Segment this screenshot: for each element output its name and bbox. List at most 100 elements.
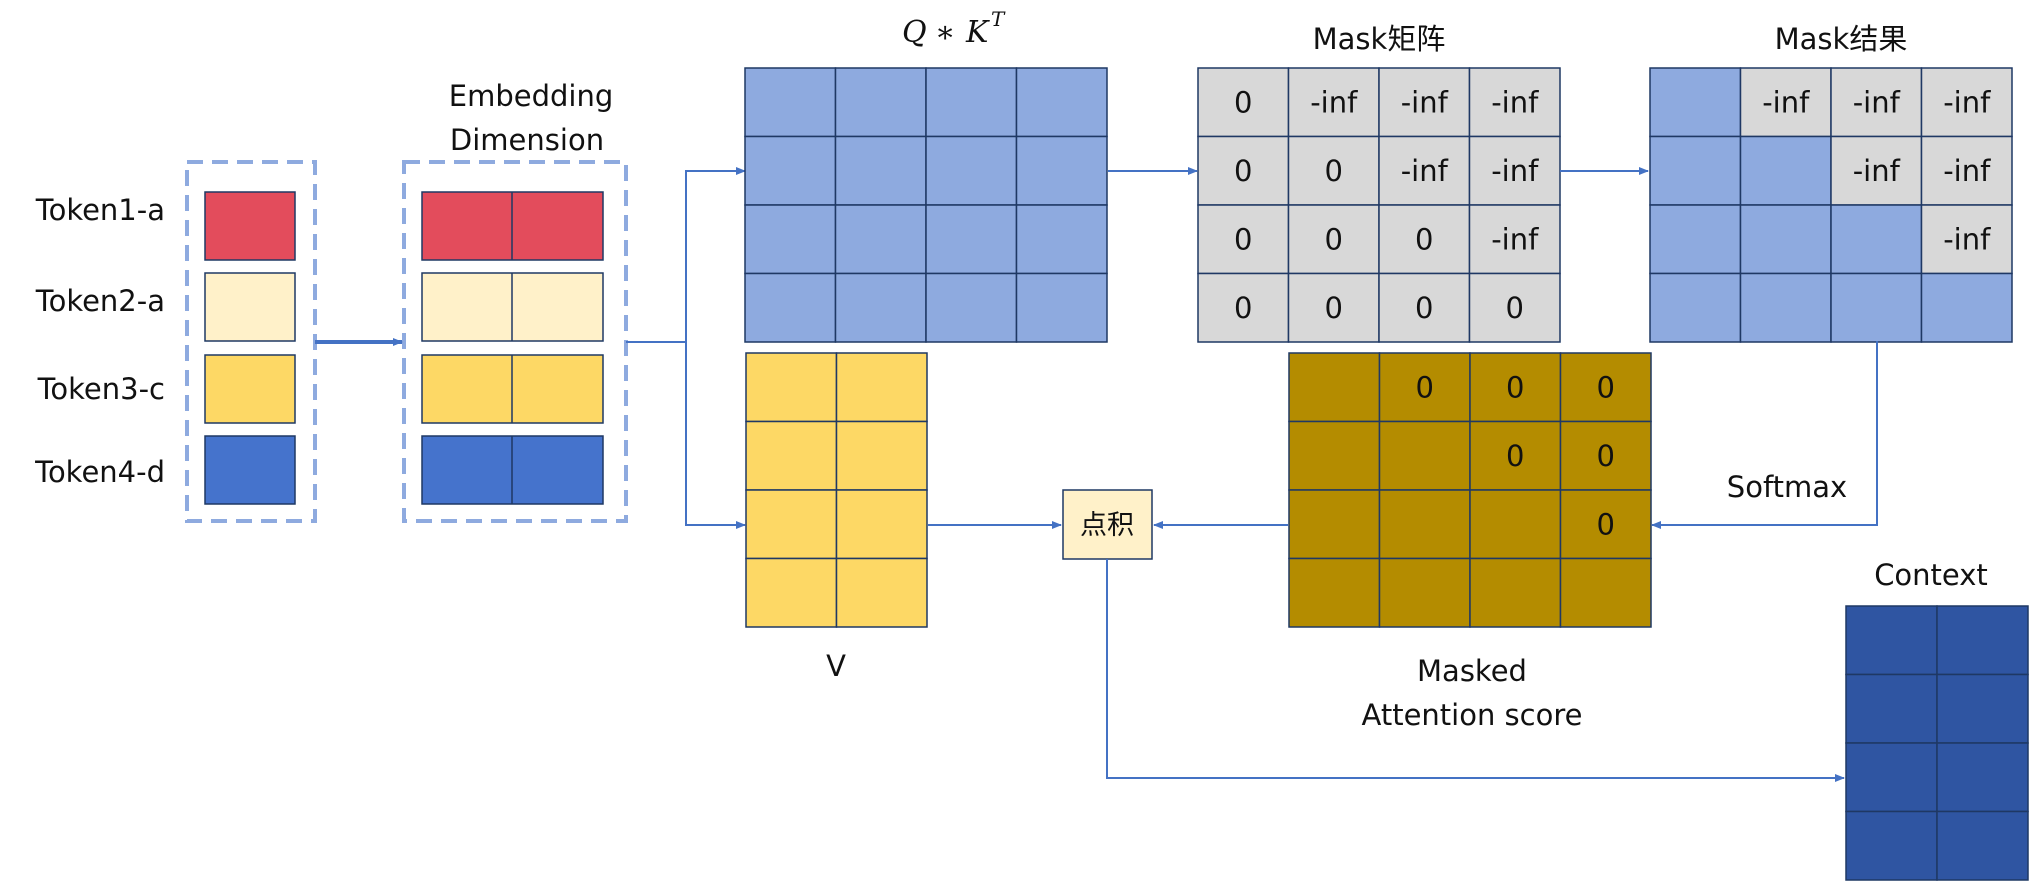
context-matrix — [1845, 605, 2029, 881]
context-label: Context — [1874, 558, 1988, 592]
qk-cell-0-1 — [834, 67, 927, 138]
qk-cell-2-3 — [1015, 204, 1108, 275]
masked-score-cell-2-1 — [1378, 489, 1471, 560]
masked-score-cell-1-1 — [1378, 420, 1471, 491]
masked-score-cell-1-0 — [1288, 420, 1381, 491]
mask-value-0-2: -inf — [1401, 85, 1449, 119]
embedding-row-3 — [421, 354, 604, 424]
qk-cell-2-1 — [834, 204, 927, 275]
mask-value-3-3: 0 — [1506, 291, 1524, 325]
mask-cell-0-3 — [1468, 67, 1561, 138]
embedding-label-line1: Embedding — [449, 79, 613, 113]
mask-result-cell-0-1 — [1739, 67, 1832, 138]
mask-result-value-0-1: -inf — [1762, 85, 1810, 119]
mask-result-cell-1-1 — [1739, 135, 1832, 206]
mask-result-matrix: -inf-inf-inf-inf-inf-inf — [1649, 67, 2013, 343]
embedding-label-line2: Dimension — [450, 123, 604, 157]
masked-score-label-line2: Attention score — [1362, 698, 1583, 732]
token-4-box — [204, 435, 296, 505]
mask-result-value-1-3: -inf — [1943, 154, 1991, 188]
token-2-box — [204, 272, 296, 342]
token-1-box — [204, 191, 296, 261]
v-cell-0-0 — [745, 352, 838, 423]
v-cell-0-1 — [835, 352, 928, 423]
token-label-1: Token1-a — [35, 193, 165, 227]
arrow-dot-to-context — [1106, 559, 1845, 782]
context-cell-0-0 — [1845, 605, 1938, 676]
mask-cell-3-0 — [1197, 272, 1290, 343]
embedding-row-1 — [421, 191, 604, 261]
mask-matrix-title: Mask矩阵 — [1313, 22, 1446, 56]
mask-result-cell-0-0 — [1649, 67, 1742, 138]
v-matrix — [745, 352, 928, 628]
qk-cell-3-0 — [744, 272, 837, 343]
qk-cell-1-0 — [744, 135, 837, 206]
masked-score-cell-1-3 — [1559, 420, 1652, 491]
context-cell-3-1 — [1936, 810, 2029, 881]
qk-cell-0-3 — [1015, 67, 1108, 138]
masked-score-value-0-2: 0 — [1506, 370, 1524, 404]
qk-cell-0-0 — [744, 67, 837, 138]
mask-value-2-3: -inf — [1491, 222, 1539, 256]
mask-cell-0-0 — [1197, 67, 1290, 138]
mask-value-3-1: 0 — [1325, 291, 1343, 325]
arrow-softmax — [1651, 341, 1878, 529]
mask-value-0-3: -inf — [1491, 85, 1539, 119]
masked-score-cell-2-0 — [1288, 489, 1381, 560]
masked-score-cell-3-1 — [1378, 557, 1471, 628]
mask-result-cell-0-3 — [1920, 67, 2013, 138]
masked-score-cell-3-2 — [1469, 557, 1562, 628]
mask-cell-2-1 — [1287, 204, 1380, 275]
embedding-row-2 — [421, 272, 604, 342]
mask-value-2-0: 0 — [1234, 222, 1252, 256]
v-cell-1-1 — [835, 420, 928, 491]
masked-score-value-0-3: 0 — [1597, 370, 1615, 404]
mask-result-cell-2-1 — [1739, 204, 1832, 275]
masked-score-cell-1-2 — [1469, 420, 1562, 491]
qk-cell-3-3 — [1015, 272, 1108, 343]
masked-score-cell-3-0 — [1288, 557, 1381, 628]
token-label-2: Token2-a — [35, 284, 165, 318]
context-cell-1-0 — [1845, 673, 1938, 744]
qk-cell-2-2 — [925, 204, 1018, 275]
token-label-3: Token3-c — [37, 372, 165, 406]
mask-value-0-0: 0 — [1234, 85, 1252, 119]
mask-value-1-0: 0 — [1234, 154, 1252, 188]
token-3-box — [204, 354, 296, 424]
mask-result-value-0-2: -inf — [1853, 85, 1901, 119]
qk-cell-1-2 — [925, 135, 1018, 206]
mask-cell-3-3 — [1468, 272, 1561, 343]
mask-cell-2-3 — [1468, 204, 1561, 275]
embedding-row-4 — [421, 435, 604, 505]
mask-result-cell-3-2 — [1830, 272, 1923, 343]
qk-cell-3-1 — [834, 272, 927, 343]
v-cell-2-1 — [835, 489, 928, 560]
masked-score-value-0-1: 0 — [1416, 370, 1434, 404]
mask-result-value-1-2: -inf — [1853, 154, 1901, 188]
context-cell-2-0 — [1845, 742, 1938, 813]
v-cell-1-0 — [745, 420, 838, 491]
masked-score-cell-3-3 — [1559, 557, 1652, 628]
mask-cell-1-3 — [1468, 135, 1561, 206]
qk-matrix — [744, 67, 1108, 343]
dot-product-box — [1062, 489, 1153, 560]
token-label-4: Token4-d — [34, 455, 165, 489]
mask-result-cell-3-3 — [1920, 272, 2013, 343]
masked-score-cell-2-3 — [1559, 489, 1652, 560]
dot-product-label: 点积 — [1080, 510, 1134, 541]
qk-cell-1-3 — [1015, 135, 1108, 206]
v-label: V — [826, 649, 846, 683]
v-cell-2-0 — [745, 489, 838, 560]
mask-value-3-2: 0 — [1415, 291, 1433, 325]
mask-value-3-0: 0 — [1234, 291, 1252, 325]
mask-result-value-2-3: -inf — [1943, 222, 1991, 256]
qk-label-op: ∗ — [935, 15, 955, 50]
mask-value-1-3: -inf — [1491, 154, 1539, 188]
mask-result-title: Mask结果 — [1775, 22, 1908, 56]
qk-label-q: Q — [902, 15, 927, 50]
v-cell-3-0 — [745, 557, 838, 628]
mask-cell-2-0 — [1197, 204, 1290, 275]
